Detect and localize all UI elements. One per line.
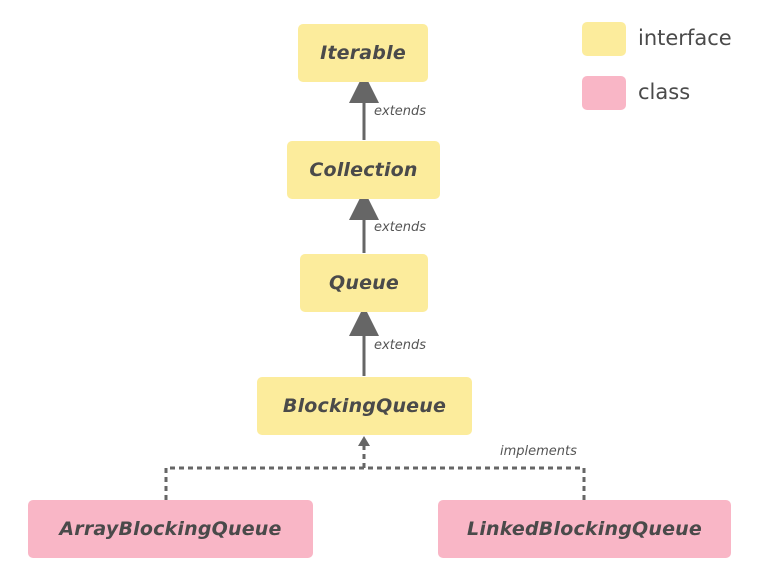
implements-arrowhead bbox=[358, 436, 370, 446]
blocking-queue-node: BlockingQueue bbox=[257, 377, 472, 435]
edge-label-extends-iterable: extends bbox=[374, 104, 427, 119]
legend-interface-label: interface bbox=[638, 26, 732, 50]
edge-label-extends-queue: extends bbox=[374, 338, 427, 353]
iterable-node: Iterable bbox=[298, 24, 428, 82]
edge-label-implements: implements bbox=[500, 444, 577, 459]
collection-node: Collection bbox=[287, 141, 440, 199]
legend-class-label: class bbox=[638, 80, 691, 104]
legend-interface-swatch bbox=[582, 22, 626, 56]
legend-class-swatch bbox=[582, 76, 626, 110]
linked-blocking-queue-node: LinkedBlockingQueue bbox=[438, 500, 731, 558]
edge-label-extends-collection: extends bbox=[374, 220, 427, 235]
queue-node: Queue bbox=[300, 254, 428, 312]
array-blocking-queue-node: ArrayBlockingQueue bbox=[28, 500, 313, 558]
implements-connector bbox=[164, 446, 586, 500]
